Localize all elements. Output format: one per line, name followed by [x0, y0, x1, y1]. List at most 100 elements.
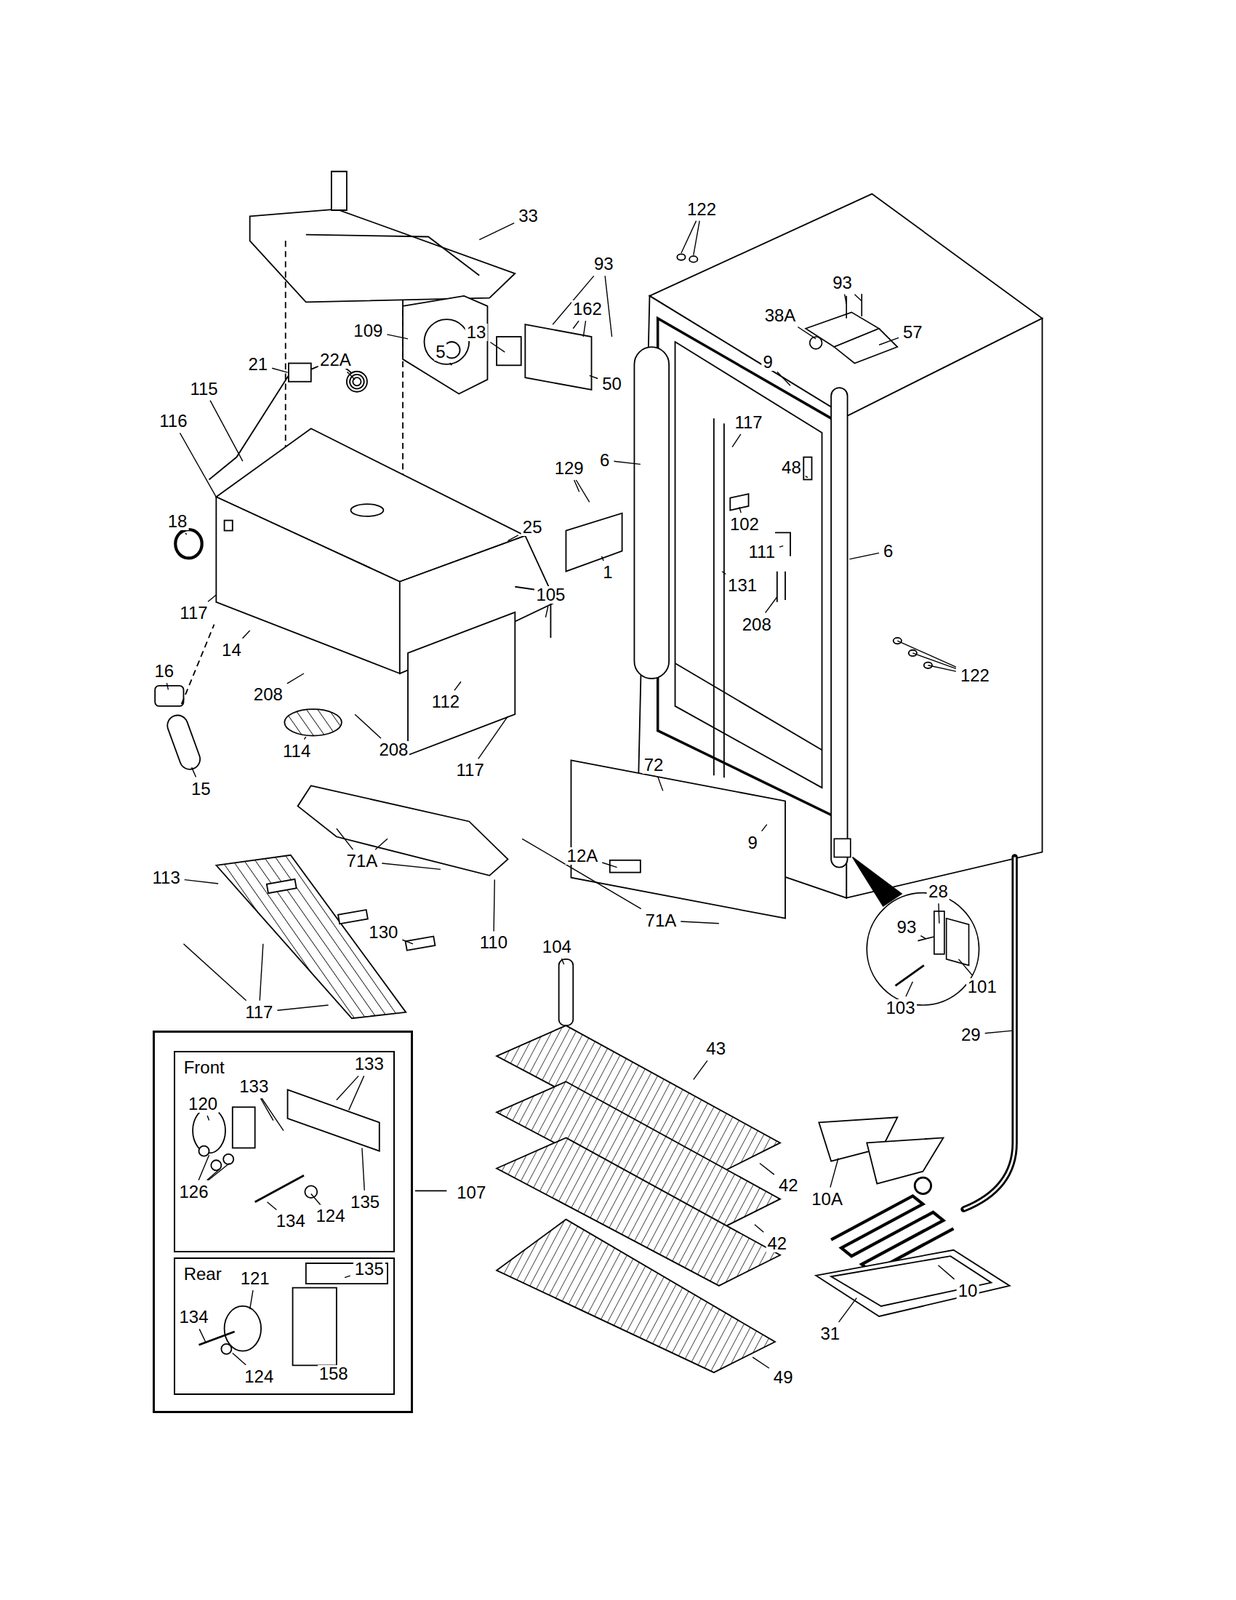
leader-line: [354, 713, 381, 738]
leader-line: [232, 1352, 246, 1364]
callout-number: 71A: [345, 852, 380, 870]
leader-line: [721, 571, 726, 575]
leader-line: [185, 532, 187, 535]
callout-number: 72: [642, 756, 666, 774]
callout-number: 21: [247, 355, 270, 373]
leader-line: [937, 903, 940, 924]
caster-parts: [192, 1108, 226, 1154]
callout-number: 134: [177, 1307, 210, 1326]
cabinet: [657, 318, 839, 819]
cabinet: [565, 513, 622, 572]
callout-number: 57: [901, 323, 925, 341]
callout-number: 9: [761, 353, 775, 371]
hinge-top: [860, 293, 863, 317]
callout-number: 116: [157, 412, 189, 430]
callout-number: 93: [895, 918, 919, 936]
evaporator-housing: [284, 708, 342, 736]
callout-number: 122: [685, 200, 718, 219]
callout-number: 115: [188, 380, 219, 398]
leader-line: [849, 552, 880, 560]
light-assembly: [175, 529, 202, 558]
leader-line: [493, 879, 495, 931]
hinge-detail: [895, 964, 925, 986]
hinge-detail: [866, 892, 979, 1005]
heater-assembly: [914, 1177, 931, 1194]
leader-line: [522, 838, 642, 909]
leader-line: [259, 943, 264, 1001]
leader-line: [920, 935, 926, 939]
leader-line: [693, 1060, 708, 1079]
callout-number: 162: [571, 300, 604, 318]
callout-number: 50: [600, 375, 624, 393]
fan-assembly: [496, 336, 522, 365]
leader-line: [937, 1265, 954, 1279]
caster-parts: [287, 1089, 380, 1151]
leader-line: [572, 320, 579, 329]
callout-number: 134: [274, 1212, 307, 1230]
leader-line: [261, 1097, 284, 1130]
wire-shelf: [496, 1025, 781, 1372]
cabinet: [675, 341, 823, 788]
callout-number: 102: [728, 515, 761, 533]
callout-number: 103: [884, 998, 917, 1017]
light-assembly: [154, 529, 214, 773]
caster-parts: [199, 1145, 210, 1157]
callout-number: 110: [478, 933, 509, 951]
leader-line: [693, 221, 700, 256]
callout-number: 104: [540, 937, 573, 956]
callout-number: 120: [186, 1094, 219, 1113]
callout-number: 124: [314, 1206, 347, 1225]
callout-number: 133: [237, 1077, 270, 1095]
callout-number: 208: [740, 615, 773, 634]
leader-line: [680, 921, 720, 924]
leader-line: [844, 294, 848, 304]
callout-number: 105: [534, 586, 567, 604]
thermostat: [209, 362, 368, 480]
callout-number: 33: [516, 207, 540, 225]
callout-number: 9: [745, 833, 759, 852]
callout-number: 93: [831, 274, 854, 292]
cabinet: [924, 662, 933, 669]
callout-number: 5: [434, 343, 447, 361]
view-heading: Rear: [182, 1264, 224, 1284]
leader-line: [589, 375, 599, 379]
wire-shelf: [496, 1219, 776, 1372]
leader-line: [508, 535, 519, 541]
hinge-detail: [833, 838, 850, 857]
leader-line: [362, 1147, 365, 1190]
leader-line: [166, 682, 168, 690]
leader-line: [271, 367, 288, 373]
leader-line: [402, 939, 413, 944]
evaporator-housing: [351, 503, 384, 517]
leader-line: [346, 371, 355, 380]
leader-line: [854, 294, 862, 302]
callout-number: 6: [881, 542, 895, 560]
callout-number: 129: [553, 459, 586, 477]
heater-assembly: [831, 1255, 991, 1306]
callout-number: 113: [150, 868, 182, 887]
leader-line: [183, 943, 246, 1001]
callout-number: 93: [592, 255, 616, 273]
callout-number: 208: [252, 685, 285, 704]
callout-number: 1: [601, 563, 614, 581]
callout-number: 71A: [644, 911, 679, 930]
leader-line: [191, 767, 197, 777]
leader-line: [287, 673, 304, 684]
grille-parts: [559, 958, 574, 1026]
grille-parts: [405, 935, 436, 950]
callout-number: 6: [598, 451, 611, 469]
callout-number: 101: [966, 977, 999, 996]
leader-line: [336, 828, 354, 850]
leader-line: [207, 594, 216, 602]
heater-assembly: [815, 1116, 1010, 1316]
cabinet: [565, 194, 1042, 919]
caster-parts: [192, 1089, 447, 1365]
leader-line: [958, 958, 973, 975]
leader-line: [242, 630, 251, 639]
callout-number: 42: [765, 1234, 789, 1252]
leader-line: [250, 1289, 254, 1309]
leader-line: [739, 506, 741, 513]
fan-assembly: [402, 295, 592, 395]
evaporator-housing: [224, 520, 233, 531]
